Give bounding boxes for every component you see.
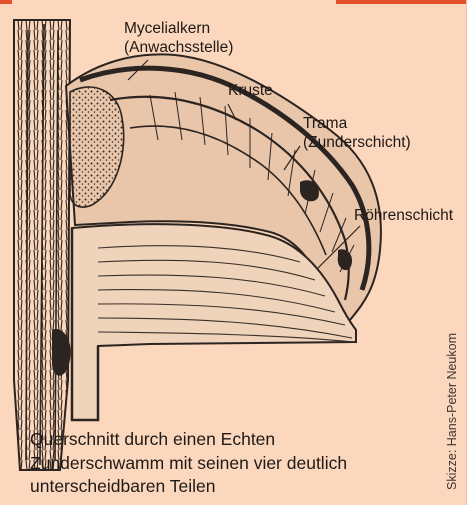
label-trama: Trama (Zunderschicht) <box>303 114 411 152</box>
tree-trunk <box>14 20 71 470</box>
caption-line-3: unterscheidbaren Teilen <box>30 475 440 499</box>
label-mycelialkern-line1: Mycelialkern <box>124 19 233 38</box>
caption-line-1: Querschnitt durch einen Echten <box>30 428 440 452</box>
sketch-credit: Skizze: Hans-Peter Neukom <box>445 333 459 490</box>
figure-caption: Querschnitt durch einen Echten Zundersch… <box>30 428 440 499</box>
label-roehrenschicht: Röhrenschicht <box>354 206 453 225</box>
label-trama-line2: (Zunderschicht) <box>303 133 411 152</box>
label-mycelialkern: Mycelialkern (Anwachsstelle) <box>124 19 233 57</box>
label-mycelialkern-line2: (Anwachsstelle) <box>124 38 233 57</box>
label-trama-line1: Trama <box>303 114 411 133</box>
caption-line-2: Zunderschwamm mit seinen vier deutlich <box>30 452 440 476</box>
label-kruste: Kruste <box>228 81 273 100</box>
